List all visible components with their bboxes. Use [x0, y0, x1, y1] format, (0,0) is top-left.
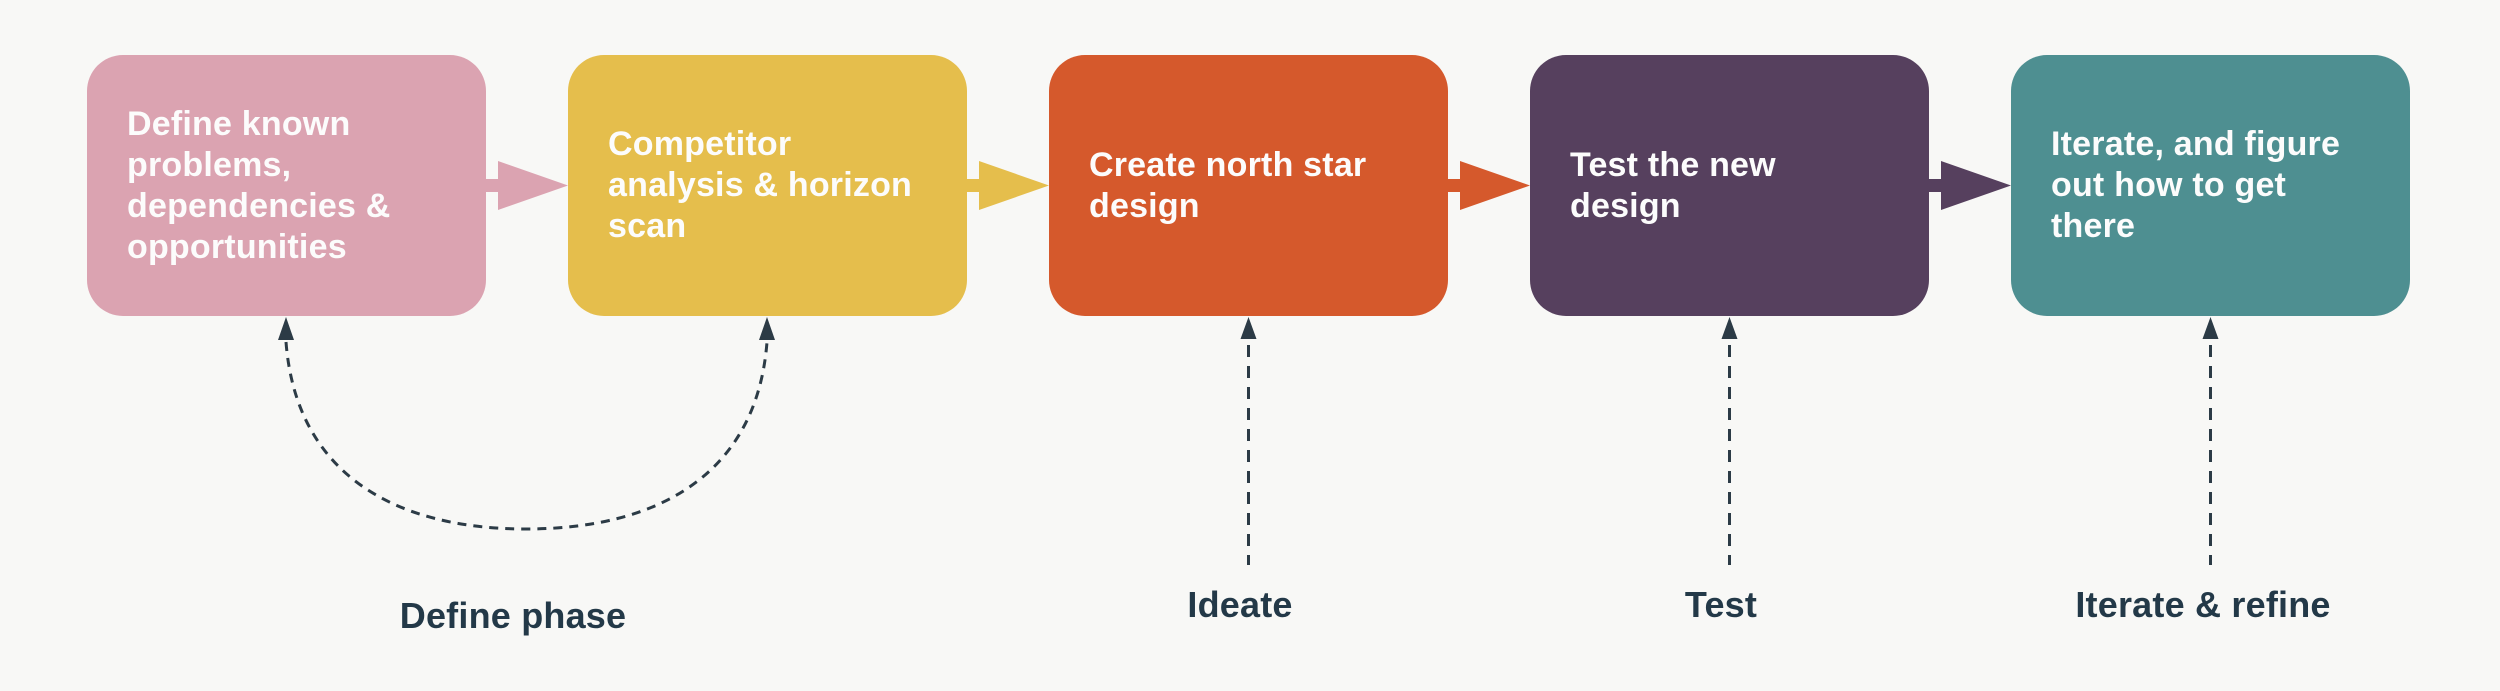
arrowhead-up-icon: [278, 317, 294, 340]
step-box-define-problems: Define known problems, dependencies & op…: [87, 55, 486, 316]
step-label: Test the new design: [1570, 145, 1776, 225]
define-phase-arc: [284, 341, 769, 531]
arrowhead-up-icon: [2202, 317, 2219, 339]
flow-arrow-icon: [967, 161, 1049, 210]
phase-label-iterate-refine: Iterate & refine: [2075, 584, 2331, 625]
flow-arrow-icon: [486, 161, 568, 210]
arrowhead-up-icon: [1721, 317, 1738, 339]
arrowhead-up-icon: [1240, 317, 1257, 339]
step-label: Define known problems, dependencies & op…: [127, 104, 391, 266]
flow-arrow-icon: [1929, 161, 2011, 210]
flow-arrow-icon: [1448, 161, 1530, 210]
step-label: Iterate, and figure out how to get there: [2051, 125, 2341, 245]
step-box-iterate: Iterate, and figure out how to get there: [2011, 55, 2410, 316]
step-box-north-star-design: Create north star design: [1049, 55, 1448, 316]
step-box-test-design: Test the new design: [1530, 55, 1929, 316]
arrowhead-up-icon: [759, 317, 775, 340]
phase-label-define-phase: Define phase: [399, 595, 627, 636]
step-label: Create north star design: [1089, 145, 1367, 225]
phase-label-ideate: Ideate: [1187, 584, 1293, 625]
phase-label-test: Test: [1684, 584, 1758, 625]
step-box-competitor-analysis: Competitor analysis & horizon scan: [568, 55, 967, 316]
step-label: Competitor analysis & horizon scan: [608, 125, 913, 245]
